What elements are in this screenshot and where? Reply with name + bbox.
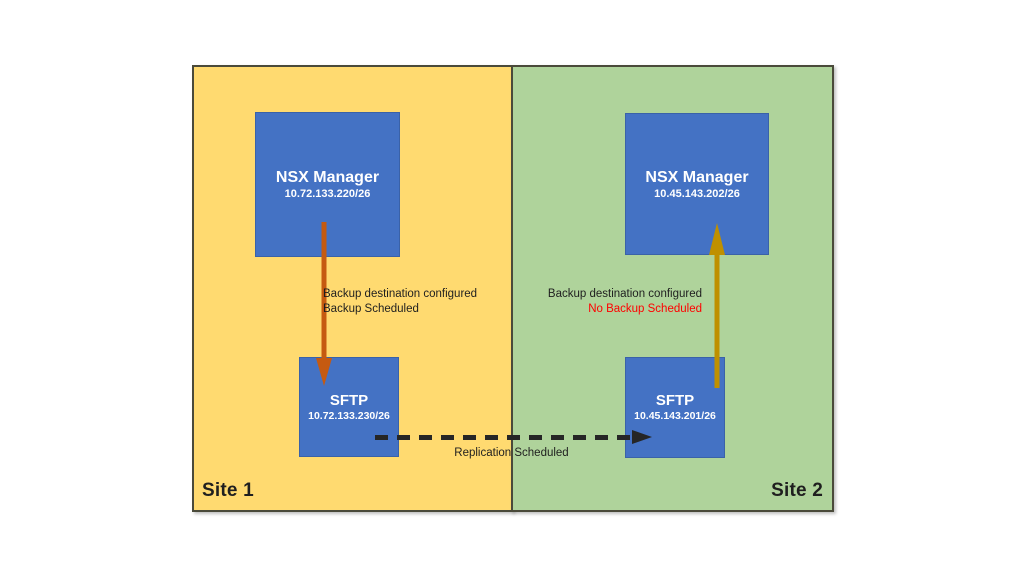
sftp-node-site1: SFTP 10.72.133.230/26 — [299, 357, 399, 457]
node-ip: 10.72.133.220/26 — [284, 188, 371, 200]
arrow-shaft — [714, 255, 720, 388]
node-title: SFTP — [329, 391, 369, 409]
replication-label: Replication Scheduled — [454, 447, 569, 459]
site1-backup-status: Backup destination configured Backup Sch… — [323, 287, 477, 317]
backup-down-arrow-icon — [316, 222, 332, 386]
backup-status-line1: Backup destination configured — [323, 288, 478, 300]
backup-status-line2: Backup Scheduled — [323, 303, 419, 315]
backup-status-line1: Backup destination configured — [547, 288, 702, 300]
nsx-manager-node-site1: NSX Manager 10.72.133.220/26 — [255, 112, 400, 257]
site1-label: Site 1 — [202, 480, 254, 501]
nsx-manager-node-site2: NSX Manager 10.45.143.202/26 — [625, 113, 769, 255]
node-ip: 10.72.133.230/26 — [308, 409, 390, 422]
site2-label: Site 2 — [771, 480, 823, 501]
arrow-head — [316, 358, 332, 386]
arrow-head — [709, 223, 725, 255]
node-title: NSX Manager — [645, 168, 749, 186]
arrow-shaft — [321, 222, 327, 358]
arrow-shaft — [375, 435, 632, 440]
site2-backup-status: Backup destination configured No Backup … — [540, 287, 702, 317]
backup-up-arrow-icon — [709, 223, 725, 388]
node-ip: 10.45.143.202/26 — [654, 187, 740, 200]
node-title: NSX Manager — [275, 169, 380, 186]
node-ip: 10.45.143.201/26 — [634, 410, 716, 422]
arrow-head — [632, 430, 652, 444]
backup-status-line2-warning: No Backup Scheduled — [588, 303, 702, 315]
node-title: SFTP — [655, 392, 695, 409]
replication-dashed-arrow-icon — [375, 430, 652, 446]
